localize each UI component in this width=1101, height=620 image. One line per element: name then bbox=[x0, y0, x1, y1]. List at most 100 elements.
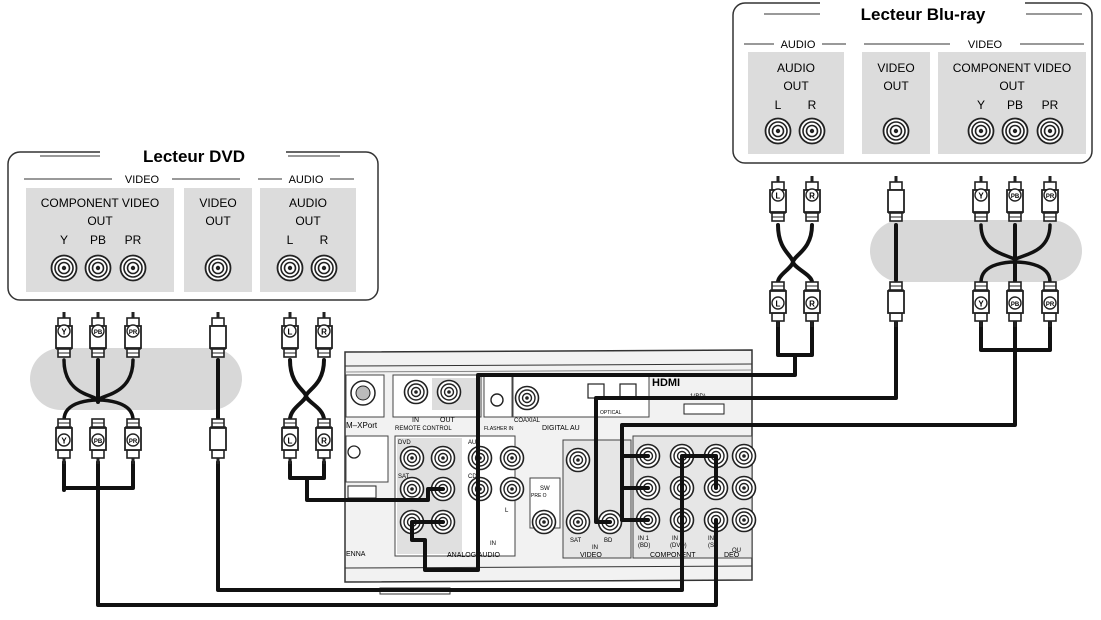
dvd-audio-l: L bbox=[287, 233, 294, 247]
analog-l-label: L bbox=[505, 508, 509, 514]
dvd-video-out-1: VIDEO bbox=[199, 196, 236, 210]
dvd-comp-pb: PB bbox=[90, 233, 106, 247]
dvd-comp-1: COMPONENT VIDEO bbox=[41, 196, 159, 210]
dvd-comp-pb-jack bbox=[84, 254, 112, 282]
dvd-lower-plugs: Y PB PR L R bbox=[55, 418, 333, 465]
sat-input-label: SAT bbox=[398, 474, 410, 480]
video-in-label: IN bbox=[592, 545, 598, 551]
pre-out-label: PRE O bbox=[531, 493, 547, 499]
bluray-audio-group: AUDIO bbox=[781, 39, 816, 51]
plug-pb-label: PB bbox=[1011, 302, 1020, 308]
bluray-comp-2: OUT bbox=[999, 79, 1025, 93]
dvd-comp-pr: PR bbox=[125, 233, 142, 247]
plug-pb-label: PB bbox=[1011, 194, 1020, 200]
dvd-video-group: VIDEO bbox=[125, 174, 160, 186]
comp-out-label: OU bbox=[732, 548, 741, 554]
dvd-player: Lecteur DVD VIDEO AUDIO COMPONENT VIDEO … bbox=[7, 146, 379, 301]
plug-y-label: Y bbox=[61, 328, 67, 337]
dvd-audio-out-2: OUT bbox=[295, 214, 321, 228]
dvd-title: Lecteur DVD bbox=[143, 147, 245, 166]
plug-l-label: L bbox=[288, 328, 293, 337]
remote-in-label: IN bbox=[412, 417, 419, 424]
au-label: AU bbox=[468, 440, 476, 446]
cables bbox=[62, 223, 1052, 607]
plug-pr-label: PR bbox=[129, 330, 138, 336]
comp-in3-sub: (S bbox=[708, 543, 714, 549]
bluray-audio-out-1: AUDIO bbox=[777, 61, 815, 75]
comp-in3-label: IN bbox=[708, 536, 714, 542]
plug-r-label: R bbox=[321, 328, 327, 337]
dvd-audio-l-jack bbox=[276, 254, 304, 282]
bluray-comp-y-jack bbox=[967, 117, 995, 145]
bluray-video-jack bbox=[882, 117, 910, 145]
dvd-comp-2: OUT bbox=[87, 214, 113, 228]
plug-pr-label: PR bbox=[129, 439, 138, 445]
plug-pb-label: PB bbox=[94, 330, 103, 336]
plug-pr-label: PR bbox=[1046, 302, 1055, 308]
bluray-cable-highlight bbox=[870, 220, 1082, 282]
bluray-upper-plugs: L R Y PB PR bbox=[769, 175, 1059, 222]
comp-in2-sub: (DVD) bbox=[670, 543, 687, 549]
receiver-back-panel: M–XPort IN OUT REMOTE CONTROL FLASHER IN… bbox=[344, 349, 757, 595]
analog-in-label: IN bbox=[490, 541, 496, 547]
plug-r-label: R bbox=[321, 437, 327, 446]
remote-control-label: REMOTE CONTROL bbox=[395, 426, 452, 432]
hdmi-label: HDMI bbox=[652, 377, 680, 389]
bluray-comp-1: COMPONENT VIDEO bbox=[953, 61, 1071, 75]
plug-r-label: R bbox=[809, 192, 815, 201]
bluray-comp-y: Y bbox=[977, 98, 985, 112]
bluray-audio-l-jack bbox=[764, 117, 792, 145]
bluray-comp-pr-jack bbox=[1036, 117, 1064, 145]
plug-y-label: Y bbox=[61, 437, 67, 446]
dvd-audio-group: AUDIO bbox=[289, 174, 324, 186]
dvd-audio-r: R bbox=[320, 233, 329, 247]
optical-label: OPTICAL bbox=[600, 410, 622, 416]
bluray-comp-pb-jack bbox=[1001, 117, 1029, 145]
bluray-audio-r-jack bbox=[798, 117, 826, 145]
digital-audio-label: DIGITAL AU bbox=[542, 425, 580, 432]
flasher-label: FLASHER IN bbox=[484, 426, 514, 432]
dvd-audio-out-1: AUDIO bbox=[289, 196, 327, 210]
plug-r-label: R bbox=[809, 300, 815, 309]
xport-label: M–XPort bbox=[346, 421, 378, 430]
antenna-label: ENNA bbox=[346, 551, 366, 558]
dvd-input-label: DVD bbox=[398, 440, 411, 446]
dvd-video-out-2: OUT bbox=[205, 214, 231, 228]
comp-in1-label: IN 1 bbox=[638, 536, 650, 542]
bluray-audio-out-2: OUT bbox=[783, 79, 809, 93]
bluray-audio-l: L bbox=[775, 98, 782, 112]
remote-out-label: OUT bbox=[440, 417, 456, 424]
dvd-upper-plugs: Y PB PR L R bbox=[55, 311, 333, 358]
video-bd-label: BD bbox=[604, 538, 613, 544]
dvd-audio-r-jack bbox=[310, 254, 338, 282]
bluray-title: Lecteur Blu-ray bbox=[861, 5, 986, 24]
dvd-comp-y: Y bbox=[60, 233, 68, 247]
bluray-video-out-1: VIDEO bbox=[877, 61, 914, 75]
comp-in2-label: IN 2 bbox=[672, 536, 684, 542]
plug-pb-label: PB bbox=[94, 439, 103, 445]
bluray-lower-plugs: L R Y PB PR bbox=[769, 281, 1059, 328]
component-label: COMPONENT bbox=[650, 552, 696, 559]
sw-label: SW bbox=[540, 486, 550, 492]
bluray-video-out-2: OUT bbox=[883, 79, 909, 93]
plug-y-label: Y bbox=[978, 300, 984, 309]
video-sat-label: SAT bbox=[570, 538, 582, 544]
bluray-comp-pr: PR bbox=[1042, 98, 1059, 112]
plug-pr-label: PR bbox=[1046, 194, 1055, 200]
dvd-video-jack bbox=[204, 254, 232, 282]
coaxial-label: COAXIAL bbox=[514, 418, 541, 424]
analog-audio-label: ANALOG AUDIO bbox=[447, 552, 500, 559]
bluray-video-group: VIDEO bbox=[968, 39, 1003, 51]
dvd-comp-y-jack bbox=[50, 254, 78, 282]
plug-l-label: L bbox=[288, 437, 293, 446]
plug-l-label: L bbox=[776, 192, 781, 201]
dvd-comp-pr-jack bbox=[119, 254, 147, 282]
bluray-player: Lecteur Blu-ray AUDIO VIDEO AUDIO OUT L … bbox=[732, 0, 1093, 164]
plug-l-label: L bbox=[776, 300, 781, 309]
bluray-comp-pb: PB bbox=[1007, 98, 1023, 112]
bluray-audio-r: R bbox=[808, 98, 817, 112]
plug-y-label: Y bbox=[978, 192, 984, 201]
cd-input-label: CD bbox=[468, 474, 477, 480]
